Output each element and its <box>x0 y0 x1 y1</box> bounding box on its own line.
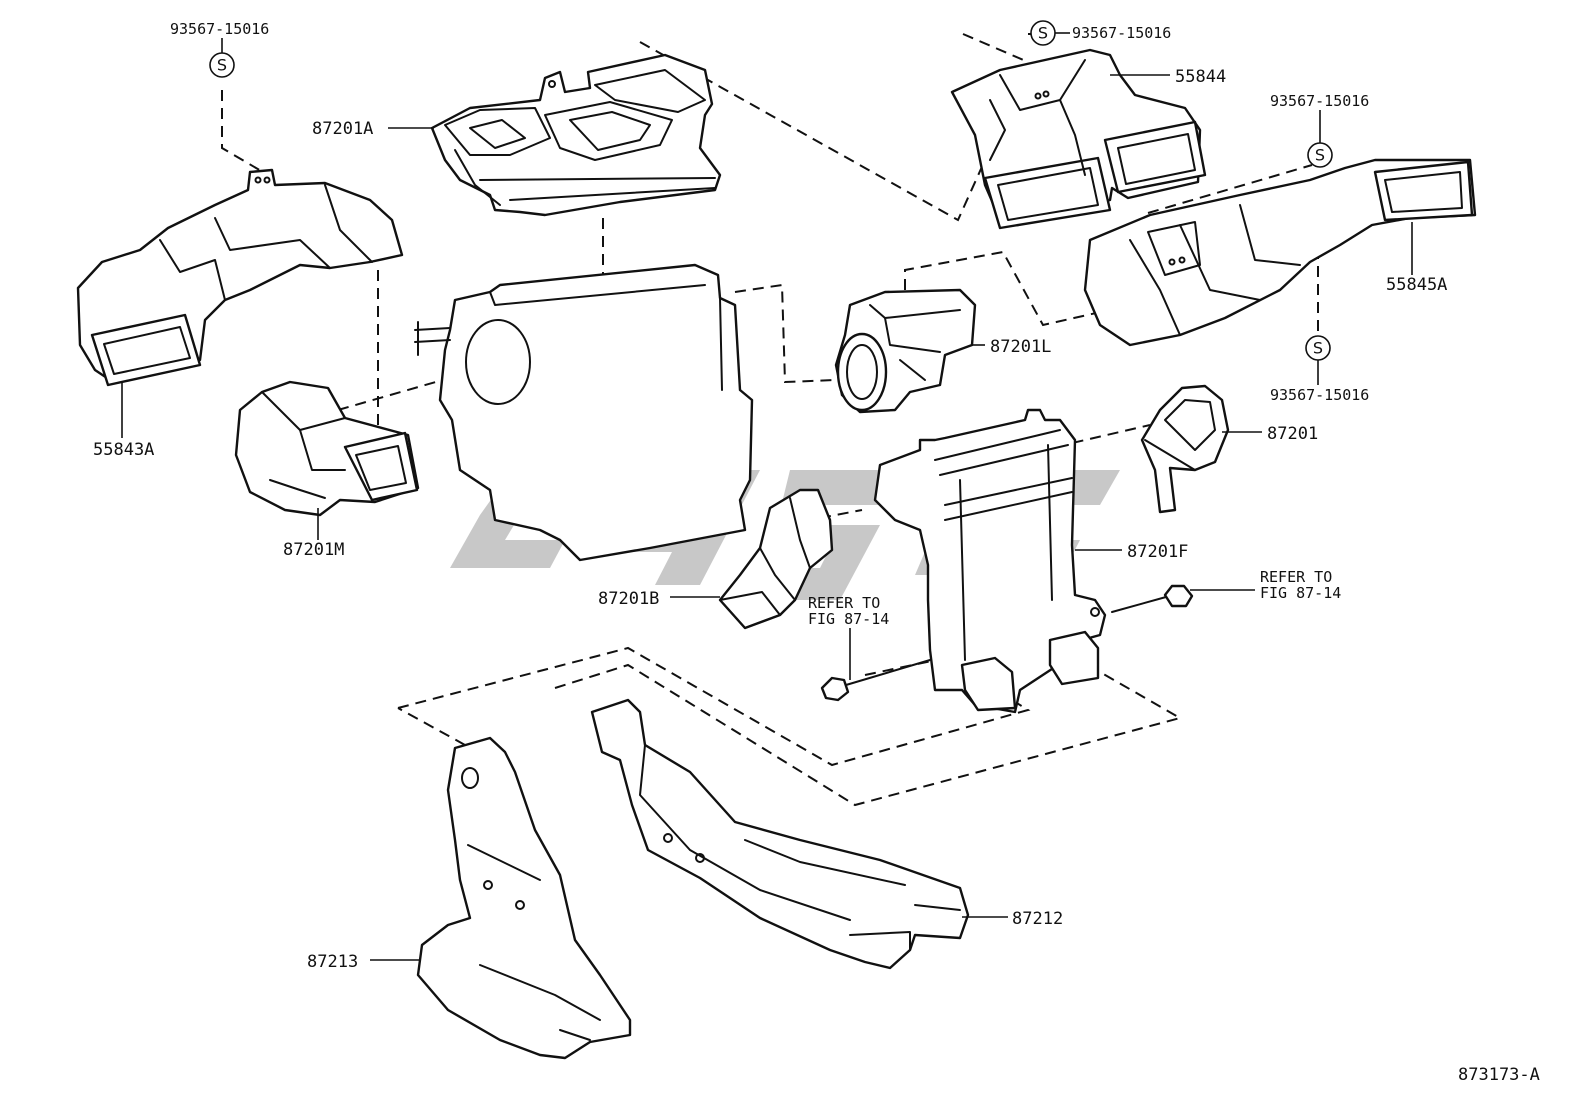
leader-lines <box>121 32 1413 961</box>
label-55844: 55844 <box>1175 67 1226 87</box>
part-55844-outlet <box>950 48 1207 230</box>
label-87201M: 87201M <box>283 540 344 560</box>
screw-code-right-upper: 93567-15016 <box>1270 92 1369 110</box>
label-55845A: 55845A <box>1386 275 1447 295</box>
label-87201B: 87201B <box>598 589 659 609</box>
label-87212: 87212 <box>1012 909 1063 929</box>
screw-code-top-left: 93567-15016 <box>170 20 269 38</box>
part-87201A-case <box>430 53 722 217</box>
label-87201L: 87201L <box>990 337 1051 357</box>
refer-left-line2: FIG 87-14 <box>808 610 889 628</box>
refer-right-line1: REFER TO <box>1260 568 1332 586</box>
part-55843A-duct <box>76 168 404 387</box>
screw-symbol-top-right: S <box>1030 20 1056 46</box>
part-87201-vent <box>1140 384 1230 514</box>
svg-text:S: S <box>217 56 227 75</box>
svg-text:S: S <box>1038 24 1048 43</box>
part-87201F-duct <box>873 408 1107 714</box>
label-87213: 87213 <box>307 952 358 972</box>
screw-code-right-lower: 93567-15016 <box>1270 386 1369 404</box>
label-87201: 87201 <box>1267 424 1318 444</box>
part-87212-duct <box>590 698 970 970</box>
label-55843A: 55843A <box>93 440 154 460</box>
bolt-right <box>1111 584 1194 613</box>
part-87213-duct <box>416 736 632 1060</box>
svg-text:S: S <box>1313 339 1323 358</box>
part-87201M-duct <box>234 380 420 517</box>
label-87201F: 87201F <box>1127 542 1188 562</box>
svg-text:S: S <box>1315 146 1325 165</box>
refer-right-line2: FIG 87-14 <box>1260 584 1341 602</box>
bolt-left <box>820 659 931 702</box>
heater-unit <box>414 263 754 562</box>
screw-symbol-right-lower: S <box>1305 335 1331 361</box>
part-87201L-vent <box>834 288 977 414</box>
figure-id: 873173-A <box>1458 1065 1540 1085</box>
screw-symbol-top-left: S <box>209 52 235 78</box>
part-55845A-duct <box>1083 158 1477 347</box>
screw-symbol-right-upper: S <box>1307 142 1333 168</box>
label-87201A: 87201A <box>312 119 373 139</box>
screw-code-top-right: 93567-15016 <box>1072 24 1171 42</box>
part-87201B-duct <box>718 488 834 630</box>
refer-left-line1: REFER TO <box>808 594 880 612</box>
